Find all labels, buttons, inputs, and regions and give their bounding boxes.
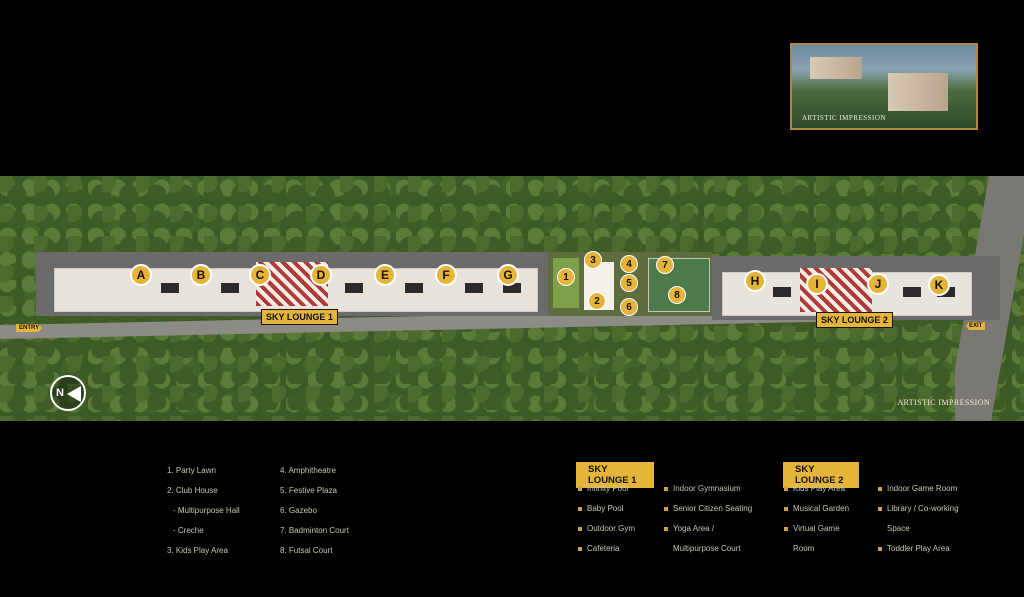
tower-marker-d[interactable]: D [310,264,332,286]
legend-item: - Multipurpose Hall [173,506,240,515]
amenity-marker-6[interactable]: 6 [620,298,638,316]
amenity-marker-1[interactable]: 1 [557,268,575,286]
legend-item: 4. Amphitheatre [280,466,337,475]
tower-marker-e[interactable]: E [374,264,396,286]
legend-item: 8. Futsal Court [280,546,333,555]
sky-lounge-2-item: Library / Co-working [878,504,959,513]
inset-label: ARTISTIC IMPRESSION [802,114,886,122]
sky-lounge-1-item: Outdoor Gym [578,524,635,533]
tower-marker-i[interactable]: I [806,273,828,295]
compass-north-label: N [56,387,64,399]
exit-arrow: EXIT [966,322,986,330]
sky-lounge-1-map-label: SKY LOUNGE 1 [261,309,338,325]
amenity-marker-5[interactable]: 5 [620,274,638,292]
legend-item: 5. Festive Plaza [280,486,337,495]
tower-marker-c[interactable]: C [249,264,271,286]
sky-lounge-1-item: Indoor Gymnasium [664,484,741,493]
legend-item: 3. Kids Play Area [167,546,228,555]
tower-marker-h[interactable]: H [744,270,766,292]
sky-lounge-1-header: SKY LOUNGE 1 [576,462,654,488]
sky-lounge-2-item: Musical Garden [784,504,849,513]
sky-lounge-1-item: Senior Citizen Seating [664,504,752,513]
sky-lounge-2-item: Toddler Play Area [878,544,950,553]
artistic-impression-inset: ARTISTIC IMPRESSION [790,43,978,130]
amenity-marker-4[interactable]: 4 [620,255,638,273]
legend-item: 2. Club House [167,486,218,495]
tower-marker-j[interactable]: J [867,273,889,295]
tower-marker-b[interactable]: B [190,264,212,286]
sky-lounge-2-item-cont: Space [887,524,910,533]
legend-item: 1. Party Lawn [167,466,216,475]
inset-tower-right [888,73,948,111]
amenity-marker-8[interactable]: 8 [668,286,686,304]
compass-arrow-icon [67,386,81,402]
sky-lounge-1-item: Yoga Area / [664,524,714,533]
amenity-marker-2[interactable]: 2 [588,292,606,310]
sky-lounge-1-item-cont: Multipurpose Court [673,544,741,553]
sky-lounge-1-item: Infinity Pool [578,484,628,493]
tower-marker-f[interactable]: F [435,264,457,286]
map-impression-label: ARTISTIC IMPRESSION [897,398,990,407]
legend-item: 6. Gazebo [280,506,317,515]
sky-lounge-2-item-cont: Room [793,544,815,553]
sky-lounge-2-item: Indoor Game Room [878,484,957,493]
legend-item: 7. Badminton Court [280,526,349,535]
sky-lounge-2-item: Kids Play Area [784,484,845,493]
tower-marker-a[interactable]: A [130,264,152,286]
tower-marker-g[interactable]: G [497,264,519,286]
sky-lounge-2-header: SKY LOUNGE 2 [783,462,859,488]
tower-marker-k[interactable]: K [928,274,950,296]
sky-lounge-2-map-label: SKY LOUNGE 2 [816,312,893,328]
sky-lounge-2-item: Virtual Game [784,524,840,533]
sky-lounge-1-item: Cafeteria [578,544,619,553]
inset-tower-left [810,57,862,79]
amenity-marker-3[interactable]: 3 [584,251,602,269]
legend-item: - Creche [173,526,204,535]
amenity-marker-7[interactable]: 7 [656,256,674,274]
sky-lounge-1-item: Baby Pool [578,504,623,513]
entry-arrow: ENTRY [16,324,43,332]
north-compass: N [50,375,86,411]
